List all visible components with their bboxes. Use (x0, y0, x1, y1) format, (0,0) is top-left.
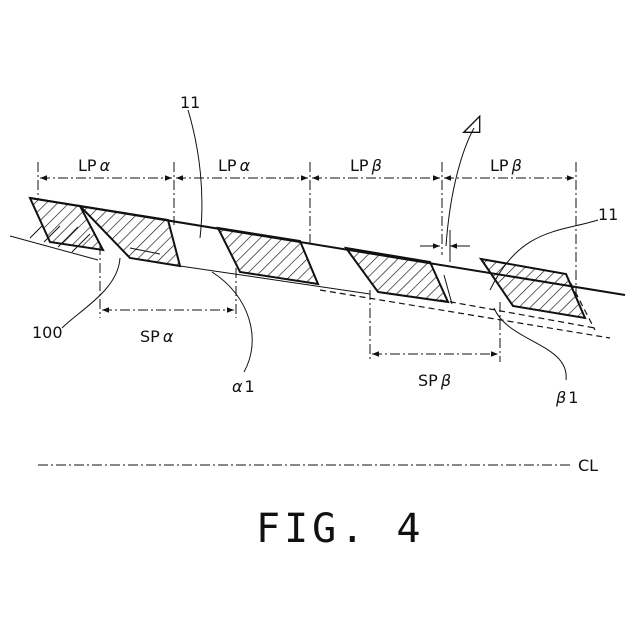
delta-dimension (420, 128, 474, 262)
sp-dimensions (102, 310, 498, 354)
beta1-label: β1 (555, 388, 578, 407)
ref-11-label-b: 11 (598, 205, 618, 224)
figure-caption: FIG. 4 (256, 506, 425, 552)
block-3 (218, 228, 318, 284)
delta-symbol: ◿ (462, 108, 481, 136)
lp-alpha-label-2: LPα (218, 156, 251, 175)
lp-beta-label-2: LPβ (490, 156, 522, 175)
block-5 (481, 259, 585, 318)
alpha1-label: α1 (232, 377, 255, 396)
block-1 (30, 198, 103, 250)
sp-alpha-label: SPα (140, 327, 174, 346)
sp-beta-label: SPβ (418, 371, 451, 390)
lp-alpha-label-1: LPα (78, 156, 111, 175)
ref-11-label-a: 11 (180, 93, 200, 112)
ref-100-label: 100 (32, 323, 63, 342)
cl-label: CL (578, 456, 598, 475)
lp-beta-label-1: LPβ (350, 156, 382, 175)
block-4 (346, 248, 448, 302)
